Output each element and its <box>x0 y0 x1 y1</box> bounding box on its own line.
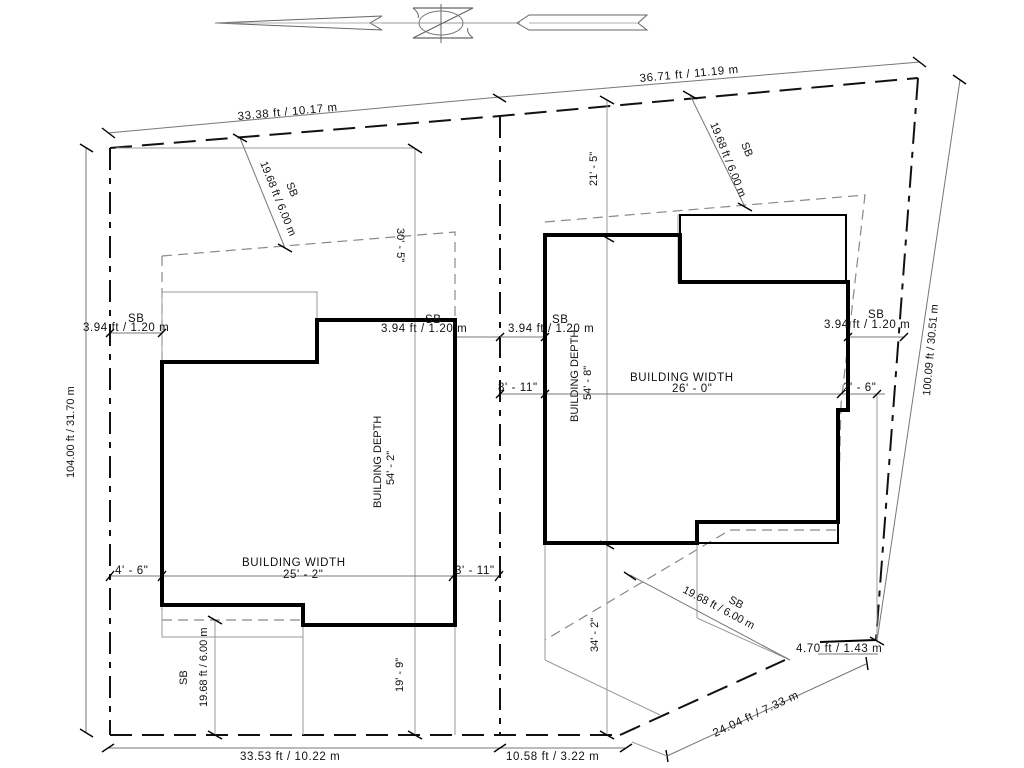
right-building-left-gap: 8' - 11" <box>498 382 538 394</box>
sb-value-side-left-outer: 3.94 ft / 1.20 m <box>83 322 169 334</box>
left-building-left-gap: 4' - 6" <box>115 565 149 577</box>
north-symbol-icon <box>412 4 474 43</box>
sb-value-side-left-inner: 3.94 ft / 1.20 m <box>381 323 467 335</box>
lot-dim-top-left: 33.38 ft / 10.17 m <box>237 102 338 123</box>
lot-dim-right-side: 100.09 ft / 30.51 m <box>921 304 941 396</box>
sb-value-front-right: 19.68 ft / 6.00 m <box>707 121 748 199</box>
lot-dim-bottom-right-angled: 24.04 ft / 7.33 m <box>711 689 801 739</box>
right-building-rear-distance: 34' - 2" <box>589 618 601 652</box>
left-building-depth-value: 54' - 2" <box>385 451 397 485</box>
right-building-depth-value: 54' - 8" <box>582 366 594 400</box>
left-building-depth-label: BUILDING DEPTH <box>372 416 384 508</box>
left-building-footprint <box>160 318 457 627</box>
north-arrow-left-pointer-icon <box>214 15 383 31</box>
right-building-front-distance: 21' - 5" <box>588 152 600 186</box>
sb-label-side-left-outer: SB <box>128 313 145 325</box>
property-boundary <box>109 77 919 736</box>
sb-label-front-right: SB <box>738 141 755 159</box>
left-building-width-label: BUILDING WIDTH <box>242 557 346 569</box>
north-arrow <box>214 4 649 43</box>
north-arrow-right-pointer-icon <box>516 14 649 31</box>
right-building-depth-label: BUILDING DEPTH <box>569 330 581 422</box>
sb-label-side-right-outer: SB <box>868 309 885 321</box>
sb-label-front-left: SB <box>283 181 300 199</box>
sb-label-side-left-inner: SB <box>425 314 442 326</box>
sb-label-side-right-inner: SB <box>552 314 569 326</box>
sb-value-front-left: 19.68 ft / 6.00 m <box>257 160 298 238</box>
left-building-width-value: 25' - 2" <box>283 569 324 581</box>
right-building-right-gap: 2' - 6" <box>843 382 877 394</box>
lot-dim-top-right: 36.71 ft / 11.19 m <box>639 64 739 85</box>
sb-value-side-right-outer: 3.94 ft / 1.20 m <box>824 319 910 331</box>
sb-value-side-right-inner: 3.94 ft / 1.20 m <box>508 323 594 335</box>
left-lot-setback-outline <box>105 133 505 740</box>
left-building-right-gap: 3' - 11" <box>455 565 495 577</box>
lot-dim-left-side: 104.00 ft / 31.70 m <box>65 386 77 478</box>
sb-label-rear-left: SB <box>178 670 190 685</box>
lot-dimension-lines <box>79 56 967 763</box>
lot-dim-bottom-middle: 10.58 ft / 3.22 m <box>506 751 599 763</box>
sb-value-rear-left: 19.68 ft / 6.00 m <box>198 628 210 708</box>
right-building-width-label: BUILDING WIDTH <box>630 372 734 384</box>
lot-dim-bottom-left: 33.53 ft / 10.22 m <box>240 751 340 763</box>
left-building-rear-distance: 19' - 9" <box>394 658 406 692</box>
right-building-width-value: 26' - 0" <box>672 383 713 395</box>
left-building-front-distance: 30' - 5" <box>394 228 406 262</box>
right-building-footprint <box>543 214 850 545</box>
lot-dim-bottom-right-short: 4.70 ft / 1.43 m <box>796 643 882 655</box>
